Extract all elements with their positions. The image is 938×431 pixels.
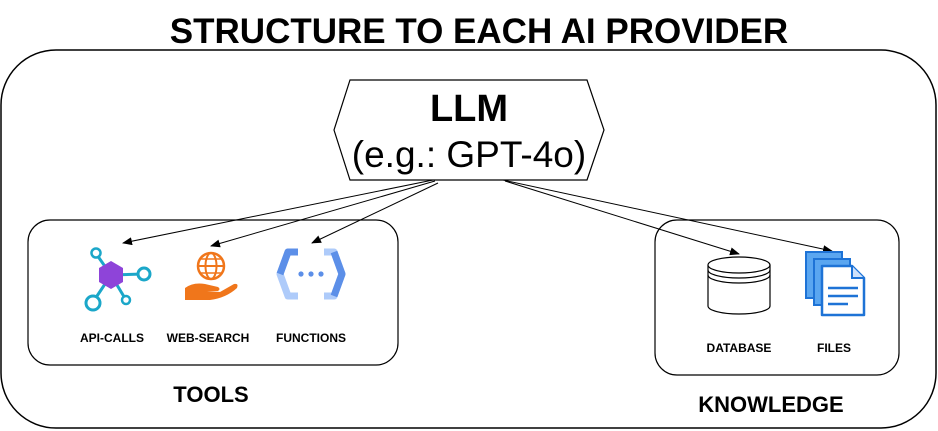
arrow-to-web-search (210, 180, 436, 248)
database-icon (707, 256, 771, 315)
database-label: DATABASE (707, 341, 772, 355)
files-label: FILES (817, 341, 851, 355)
tools-group-box (27, 219, 399, 366)
arrows (122, 179, 833, 256)
knowledge-group-box (654, 219, 900, 376)
functions-icon (276, 248, 346, 300)
arrow-to-files (502, 179, 833, 254)
files-icon (805, 251, 866, 317)
llm-name: LLM (430, 88, 508, 130)
arrow-to-functions (311, 182, 439, 244)
tools-label: TOOLS (173, 382, 248, 407)
functions-label: FUNCTIONS (276, 331, 346, 345)
llm-hexagon (333, 79, 605, 181)
api-calls-label: API-CALLS (80, 331, 144, 345)
arrow-to-database (504, 180, 740, 256)
llm-node: LLM (e.g.: GPT-4o) (333, 79, 605, 181)
diagram-title: STRUCTURE TO EACH AI PROVIDER (170, 12, 788, 51)
arrow-to-api-calls (122, 179, 434, 246)
knowledge-label: KNOWLEDGE (698, 392, 843, 417)
web-search-icon (185, 251, 238, 300)
llm-model: (e.g.: GPT-4o) (352, 134, 586, 175)
outer-container (0, 49, 937, 429)
web-search-label: WEB-SEARCH (167, 331, 250, 345)
api-calls-icon (84, 247, 152, 312)
